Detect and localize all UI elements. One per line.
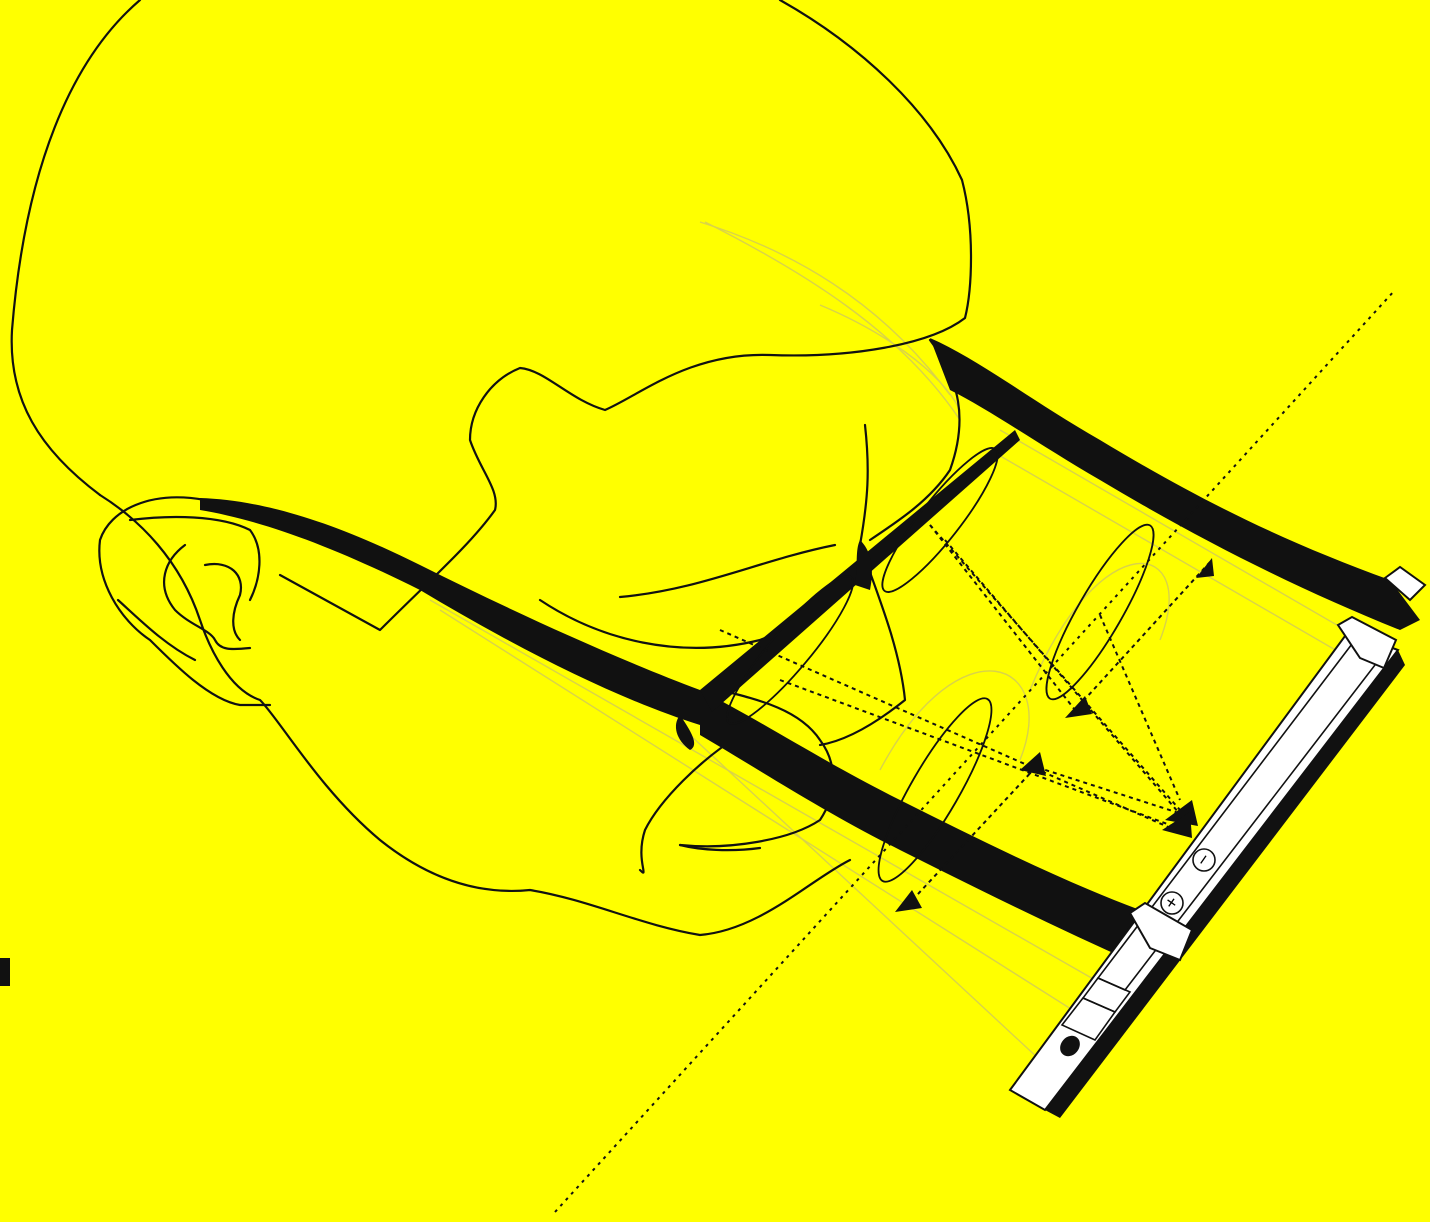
arrow-icon	[1065, 696, 1092, 718]
lens-icon	[881, 447, 999, 593]
display-bar-icon: − +	[1008, 565, 1427, 1118]
light-rays	[719, 524, 1211, 909]
arrow-icon	[895, 890, 922, 912]
glasses-frame-icon	[200, 338, 1420, 965]
arrow-icon	[1020, 752, 1046, 776]
edge-marker	[0, 958, 10, 986]
arrow-icon	[1162, 812, 1192, 838]
power-button-icon	[1060, 1035, 1080, 1057]
minus-terminal-icon	[1192, 848, 1216, 872]
ghost-guide-lines	[429, 221, 1381, 1061]
lens-icon	[1045, 523, 1155, 701]
lens-icon	[726, 575, 854, 725]
arrow-group	[895, 558, 1214, 912]
arrow-icon	[1196, 558, 1214, 578]
plus-terminal-icon	[1160, 891, 1184, 915]
lens-group	[726, 447, 1155, 883]
lens-icon	[877, 697, 993, 883]
